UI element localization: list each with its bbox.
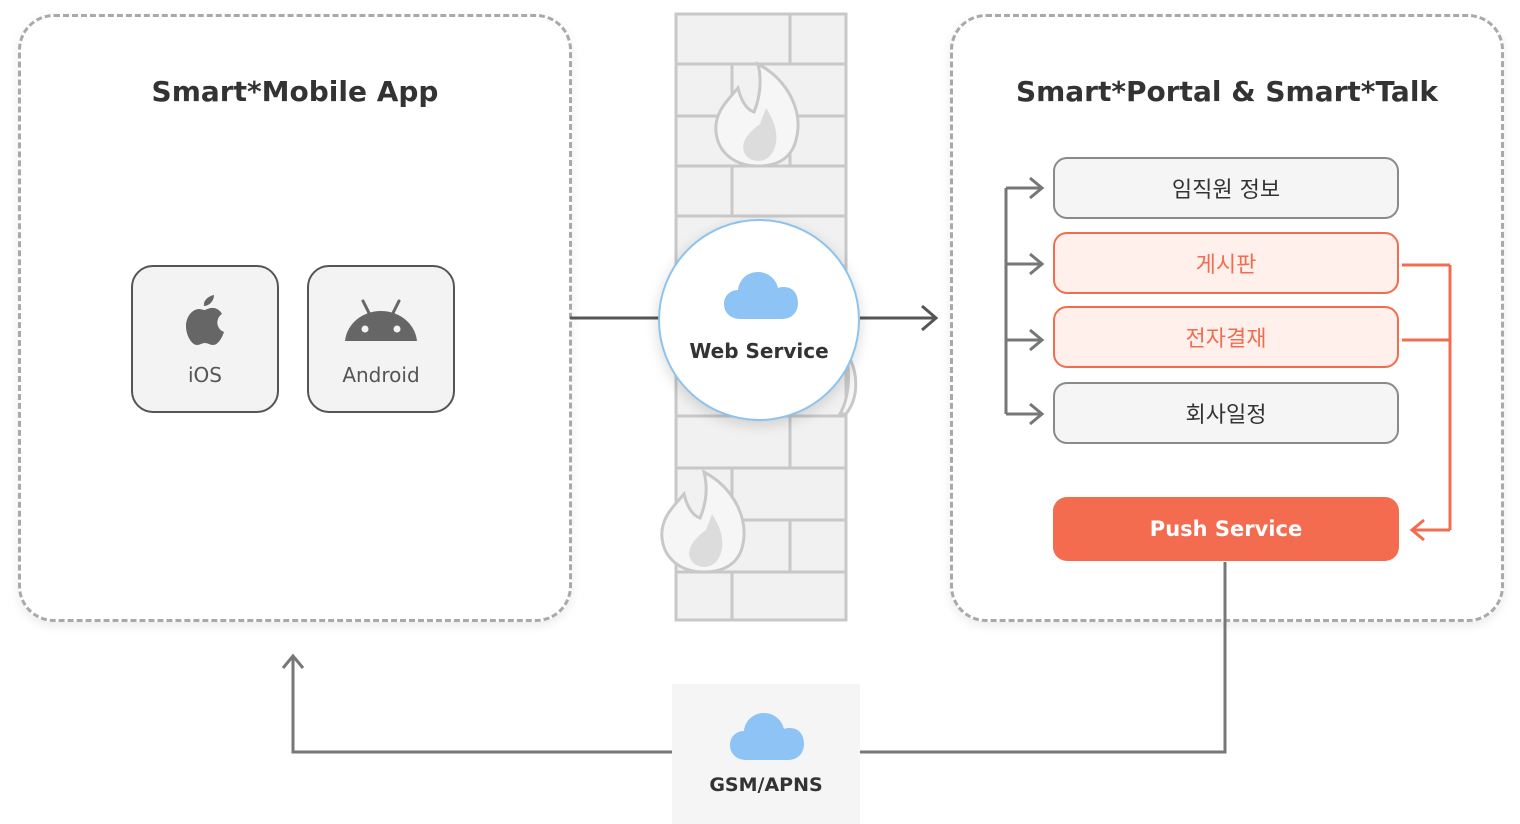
android-icon <box>309 293 453 349</box>
push-service-label: Push Service <box>1149 517 1303 541</box>
android-platform-box: Android <box>307 265 455 413</box>
portal-talk-title: Smart*Portal & Smart*Talk <box>1015 75 1439 108</box>
list-item-employee-info: 임직원 정보 <box>1053 157 1399 219</box>
mobile-app-panel: Smart*Mobile App <box>18 14 572 622</box>
list-item-label: 게시판 <box>1195 253 1257 278</box>
list-item-label: 회사일정 <box>1185 403 1267 428</box>
cloud-icon <box>724 272 798 319</box>
apple-icon <box>133 293 277 349</box>
ios-platform-box: iOS <box>131 265 279 413</box>
web-service-label: Web Service <box>689 339 829 363</box>
list-item-board: 게시판 <box>1053 232 1399 294</box>
web-service-node: Web Service <box>658 219 860 421</box>
cloud-icon <box>730 713 804 760</box>
mobile-app-title: Smart*Mobile App <box>151 75 439 108</box>
list-item-label: 전자결재 <box>1185 327 1267 352</box>
list-item-schedule: 회사일정 <box>1053 382 1399 444</box>
list-item-label: 임직원 정보 <box>1171 178 1281 203</box>
gsm-apns-label: GSM/APNS <box>709 774 823 796</box>
ios-label: iOS <box>188 363 222 387</box>
gsm-apns-node: GSM/APNS <box>672 684 860 824</box>
push-service-node: Push Service <box>1053 497 1399 561</box>
android-label: Android <box>342 363 420 387</box>
list-item-approval: 전자결재 <box>1053 306 1399 368</box>
